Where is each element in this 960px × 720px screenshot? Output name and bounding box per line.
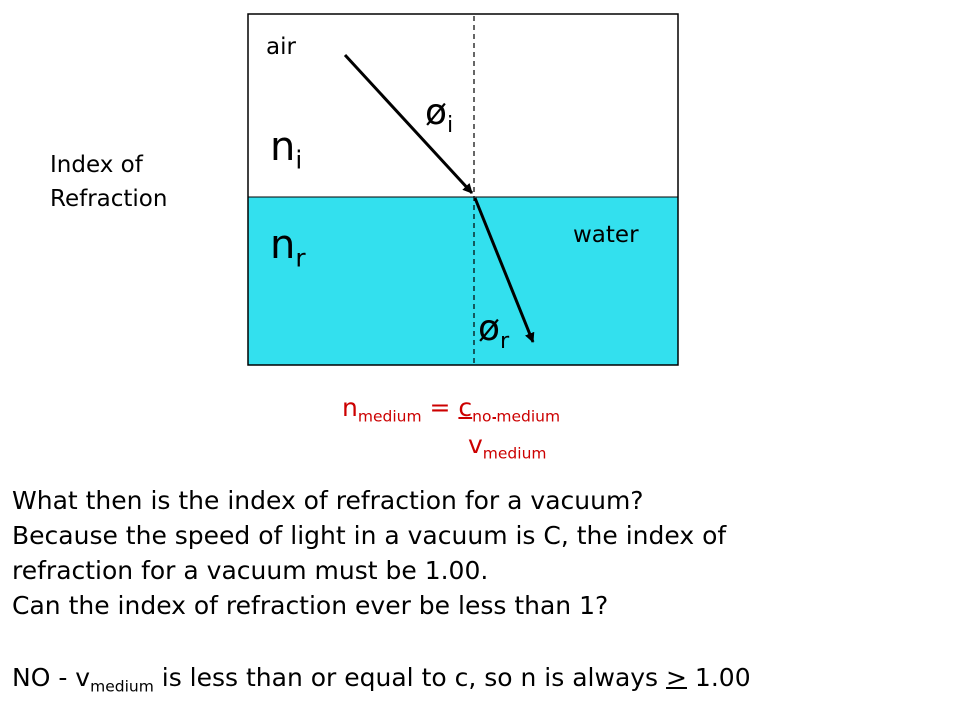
answer-subscript: medium bbox=[90, 677, 154, 696]
formula-main: nmedium = cno medium bbox=[342, 393, 561, 426]
formula-numerator-symbol: c bbox=[458, 393, 473, 422]
question-less-than-one: Can the index of refraction ever be less… bbox=[12, 591, 609, 620]
air-label: air bbox=[266, 34, 296, 60]
incident-angle-symbol: ø bbox=[425, 92, 448, 133]
incident-angle-subscript: i bbox=[447, 111, 454, 138]
index-of-refraction-line2: Refraction bbox=[50, 186, 168, 212]
refracted-medium-symbol: n bbox=[270, 222, 296, 268]
answer-prefix: NO - v bbox=[12, 663, 91, 692]
answer-middle: is less than or equal to c, so n is alwa… bbox=[153, 663, 667, 692]
explanation-line-1: Because the speed of light in a vacuum i… bbox=[12, 521, 727, 550]
index-of-refraction-line1: Index of bbox=[50, 152, 143, 178]
incident-angle-label: øi bbox=[425, 92, 453, 136]
formula-numerator: cno medium bbox=[458, 393, 561, 426]
incident-medium-symbol: n bbox=[270, 124, 296, 170]
water-region bbox=[248, 197, 678, 365]
incident-medium-index-label: ni bbox=[270, 124, 302, 173]
refracted-medium-subscript: r bbox=[295, 243, 306, 273]
answer-line: NO - vmedium is less than or equal to c,… bbox=[12, 660, 751, 695]
air-region bbox=[248, 14, 678, 197]
formula-denominator: vmedium bbox=[468, 430, 547, 463]
formula-lhs-subscript: medium bbox=[357, 407, 422, 426]
index-of-refraction-label: Index of Refraction bbox=[50, 148, 167, 216]
refracted-ray bbox=[473, 197, 535, 343]
answer-suffix: 1.00 bbox=[686, 663, 751, 692]
explanation-line-2: refraction for a vacuum must be 1.00. bbox=[12, 556, 489, 585]
greater-or-equal-symbol: > bbox=[666, 663, 687, 692]
water-label: water bbox=[573, 222, 639, 248]
formula-denominator-subscript: medium bbox=[482, 444, 547, 463]
formula-numerator-subscript: no medium bbox=[472, 407, 561, 426]
question-vacuum: What then is the index of refraction for… bbox=[12, 486, 644, 515]
refracted-medium-index-label: nr bbox=[270, 222, 306, 271]
body-text: What then is the index of refraction for… bbox=[12, 483, 726, 623]
formula-equals: = bbox=[429, 393, 451, 422]
medium-box-outline bbox=[247, 13, 679, 366]
formula-lhs-symbol: n bbox=[342, 393, 358, 422]
refracted-angle-subscript: r bbox=[500, 327, 510, 354]
refracted-angle-label: ør bbox=[478, 308, 509, 352]
incident-ray bbox=[343, 53, 474, 195]
formula-denominator-symbol: v bbox=[468, 430, 483, 459]
refracted-angle-symbol: ø bbox=[478, 308, 501, 349]
incident-medium-subscript: i bbox=[295, 145, 303, 175]
